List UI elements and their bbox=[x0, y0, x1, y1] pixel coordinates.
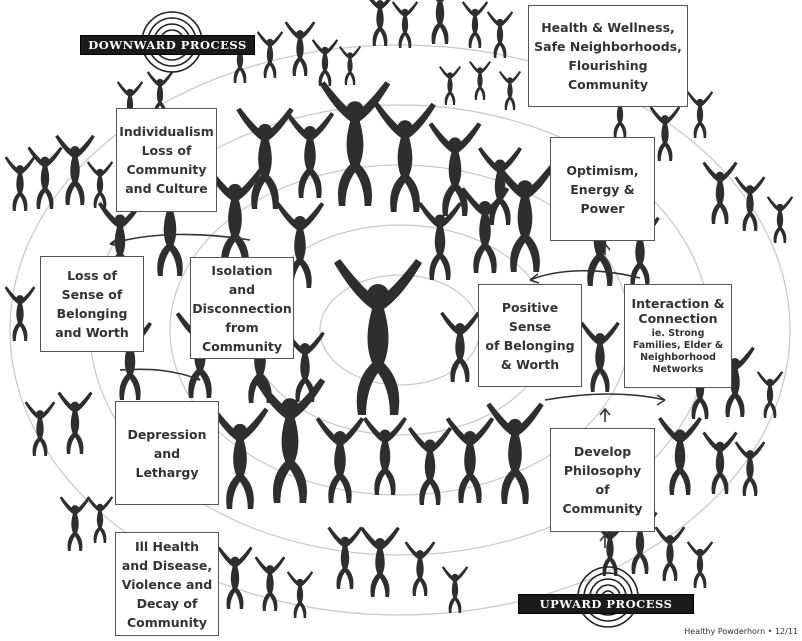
box-line: and Worth bbox=[55, 325, 129, 340]
box-line: Decay of bbox=[136, 595, 198, 611]
box-line: Depression bbox=[127, 426, 207, 442]
box-line: Community bbox=[562, 501, 643, 516]
upward-process-label: UPWARD PROCESS bbox=[518, 594, 694, 614]
box-line: Isolation bbox=[211, 262, 273, 278]
box-line: Community bbox=[201, 338, 283, 354]
box-line: Disconnection bbox=[192, 300, 292, 316]
box-positive-sense: Positive Sense of Belonging & Worth bbox=[478, 284, 582, 387]
box-line: Flourishing bbox=[568, 58, 648, 73]
box-line: Health & Wellness, bbox=[541, 20, 675, 35]
box-optimism: Optimism, Energy & Power bbox=[550, 137, 655, 241]
box-line: Community bbox=[126, 162, 207, 177]
box-line: Community bbox=[126, 614, 207, 630]
flow-arrows bbox=[109, 233, 666, 548]
box-interaction-connection: Interaction & Connection ie. Strong Fami… bbox=[624, 284, 732, 388]
box-line: Violence and bbox=[121, 576, 213, 592]
credit-text: Healthy Powderhorn • 12/11 bbox=[684, 627, 798, 636]
box-line: Develop bbox=[573, 444, 632, 459]
box-line: and bbox=[153, 445, 181, 461]
box-line: and Culture bbox=[125, 181, 208, 196]
box-depression: Depression and Lethargy bbox=[115, 401, 219, 505]
box-line: from bbox=[225, 319, 259, 335]
box-line: Ill Health bbox=[134, 538, 200, 554]
box-line: Sense of bbox=[61, 287, 123, 302]
box-line: and Disease, bbox=[121, 557, 213, 573]
box-isolation: Isolation and Disconnection from Communi… bbox=[190, 257, 294, 359]
box-line: Safe Neighborhoods, bbox=[534, 39, 682, 54]
box-individualism: Individualism Loss of Community and Cult… bbox=[116, 108, 217, 212]
box-line: Loss of bbox=[141, 143, 192, 158]
box-line: Connection bbox=[638, 311, 718, 326]
box-line: Neighborhood bbox=[640, 352, 716, 363]
downward-process-label: DOWNWARD PROCESS bbox=[80, 35, 255, 55]
box-loss-of-belonging: Loss of Sense of Belonging and Worth bbox=[40, 256, 144, 352]
box-line: Positive Sense bbox=[501, 299, 559, 334]
box-line: ie. Strong bbox=[651, 328, 705, 339]
box-line: Interaction & bbox=[631, 296, 725, 311]
box-line: and bbox=[228, 281, 256, 297]
box-line: Energy & bbox=[570, 181, 635, 197]
box-line: Belonging bbox=[56, 306, 128, 321]
box-ill-health: Ill Health and Disease, Violence and Dec… bbox=[115, 532, 219, 636]
box-line: Power bbox=[580, 200, 625, 216]
box-develop-philosophy: Develop Philosophy of Community bbox=[550, 428, 655, 532]
box-line: Optimism, bbox=[566, 162, 639, 178]
box-line: Lethargy bbox=[135, 464, 199, 480]
box-line: & Worth bbox=[500, 356, 560, 372]
box-line: Community bbox=[567, 77, 649, 92]
box-line: Families, Elder & bbox=[632, 340, 724, 351]
box-line: Loss of bbox=[67, 268, 117, 283]
box-health-wellness: Health & Wellness, Safe Neighborhoods, F… bbox=[528, 5, 688, 107]
box-line: of Belonging bbox=[485, 337, 575, 353]
box-line: Individualism bbox=[119, 124, 214, 139]
box-line: Philosophy of bbox=[563, 463, 642, 497]
box-line: Networks bbox=[652, 364, 704, 375]
